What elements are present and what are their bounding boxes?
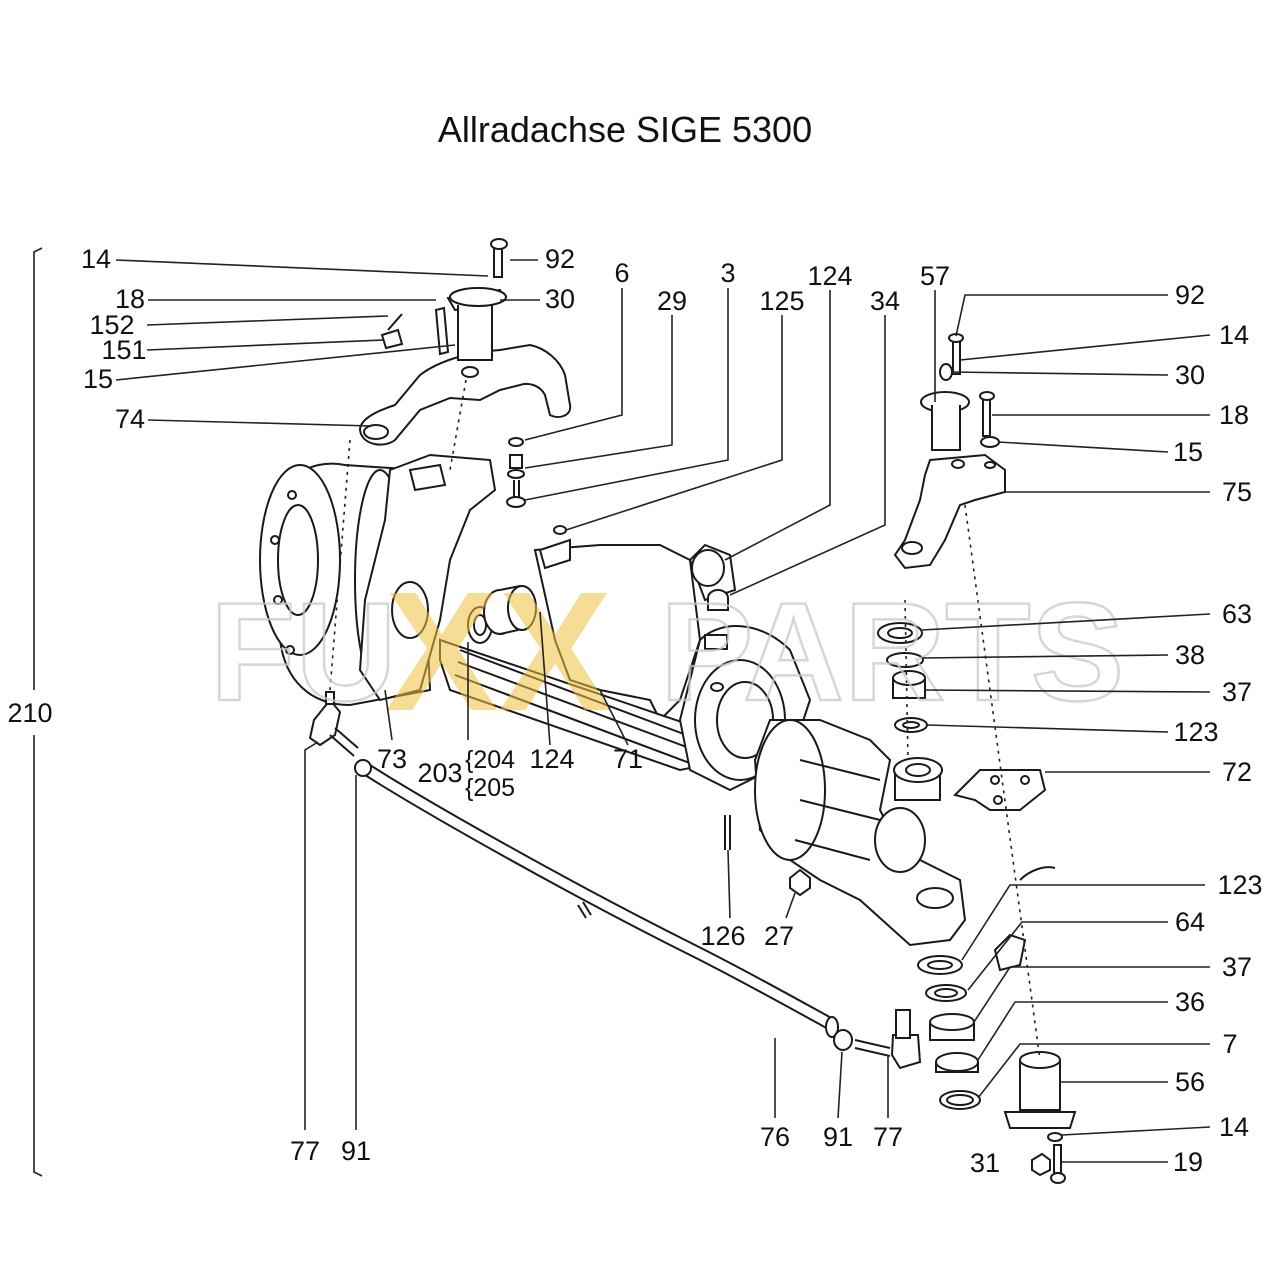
label-63: 63 [1222,599,1252,629]
label-30-right: 30 [1175,360,1205,390]
label-34: 34 [870,286,900,316]
label-125: 125 [759,286,804,316]
label-30-left: 30 [545,284,575,314]
tie-rod-end-right-77 [833,1009,922,1070]
label-71: 71 [613,744,643,774]
label-205: {205 [465,774,515,802]
label-36: 36 [1175,987,1205,1017]
king-pin-seat-72 [893,757,943,801]
bearing-cap-upper-right [953,769,1047,811]
left-knuckle-housing-73 [358,453,497,702]
label-56: 56 [1175,1067,1205,1097]
label-73: 73 [377,744,407,774]
label-152: 152 [89,310,134,340]
label-15-left: 15 [83,364,113,394]
label-76: 76 [760,1122,790,1152]
tie-rod-end-left-77 [308,691,372,777]
king-pin-sleeve-left [434,238,508,361]
label-14-lower: 14 [1219,1112,1249,1142]
upper-bearing-stack [877,622,928,733]
lower-bearing-stack [917,866,1056,1110]
label-123-upper: 123 [1173,717,1218,747]
king-pin-sleeve-right-57 [920,333,1000,451]
label-91-right: 91 [823,1122,853,1152]
label-92-right: 92 [1175,280,1205,310]
label-124-top: 124 [807,261,852,291]
label-18-right: 18 [1219,400,1249,430]
label-7: 7 [1222,1029,1237,1059]
right-axle-trumpet [753,719,967,947]
label-19: 19 [1173,1147,1203,1177]
label-38: 38 [1175,640,1205,670]
label-123-lower: 123 [1217,870,1262,900]
leader-lines [115,259,1211,1163]
watermark-mid: XX [385,557,612,747]
label-77-right: 77 [873,1122,903,1152]
right-steering-arm-75 [893,453,1006,570]
label-37-lower: 37 [1222,952,1252,982]
label-124-bottom: 124 [529,744,574,774]
label-126: 126 [700,921,745,951]
bushing-124-left [483,584,537,635]
label-27: 27 [764,921,794,951]
pin-axis-center [904,599,909,761]
label-57: 57 [920,261,950,291]
label-29: 29 [657,286,687,316]
label-6: 6 [614,258,629,288]
label-15-right: 15 [1173,437,1203,467]
label-72: 72 [1222,757,1252,787]
left-steering-arm-74 [358,343,572,446]
small-parts-6-29-3 [506,437,567,535]
label-92-top-left: 92 [545,244,575,274]
label-31: 31 [970,1148,1000,1178]
tie-rod-76 [364,764,839,1038]
nut-34 [707,589,729,611]
label-18-left: 18 [115,284,145,314]
watermark: FU XX PARTS [209,557,1126,747]
label-14-right: 14 [1219,320,1249,350]
pin-axis-left [329,379,467,691]
label-75: 75 [1222,477,1252,507]
watermark-right: PARTS [660,573,1124,730]
label-14-top-left: 14 [81,244,111,274]
label-210: 210 [7,698,52,728]
label-204: {204 [465,746,515,774]
lower-king-pin-56 [1003,1051,1077,1184]
cotter-pin-152-nut-151 [380,313,404,350]
part-labels: 14 92 18 30 152 151 15 74 6 29 3 125 124… [81,244,1263,1178]
label-37-upper: 37 [1222,677,1252,707]
nut-27-plug-126 [724,815,811,897]
diagram-title: Allradachse SIGE 5300 [438,109,812,150]
label-3: 3 [720,258,735,288]
label-91-left: 91 [341,1136,371,1166]
label-64: 64 [1175,907,1205,937]
label-151: 151 [101,335,146,365]
label-77-left: 77 [290,1136,320,1166]
assembly-bracket-210 [33,247,43,1177]
label-203: 203 [417,758,462,788]
label-74: 74 [115,404,145,434]
watermark-left: FU [210,573,397,730]
